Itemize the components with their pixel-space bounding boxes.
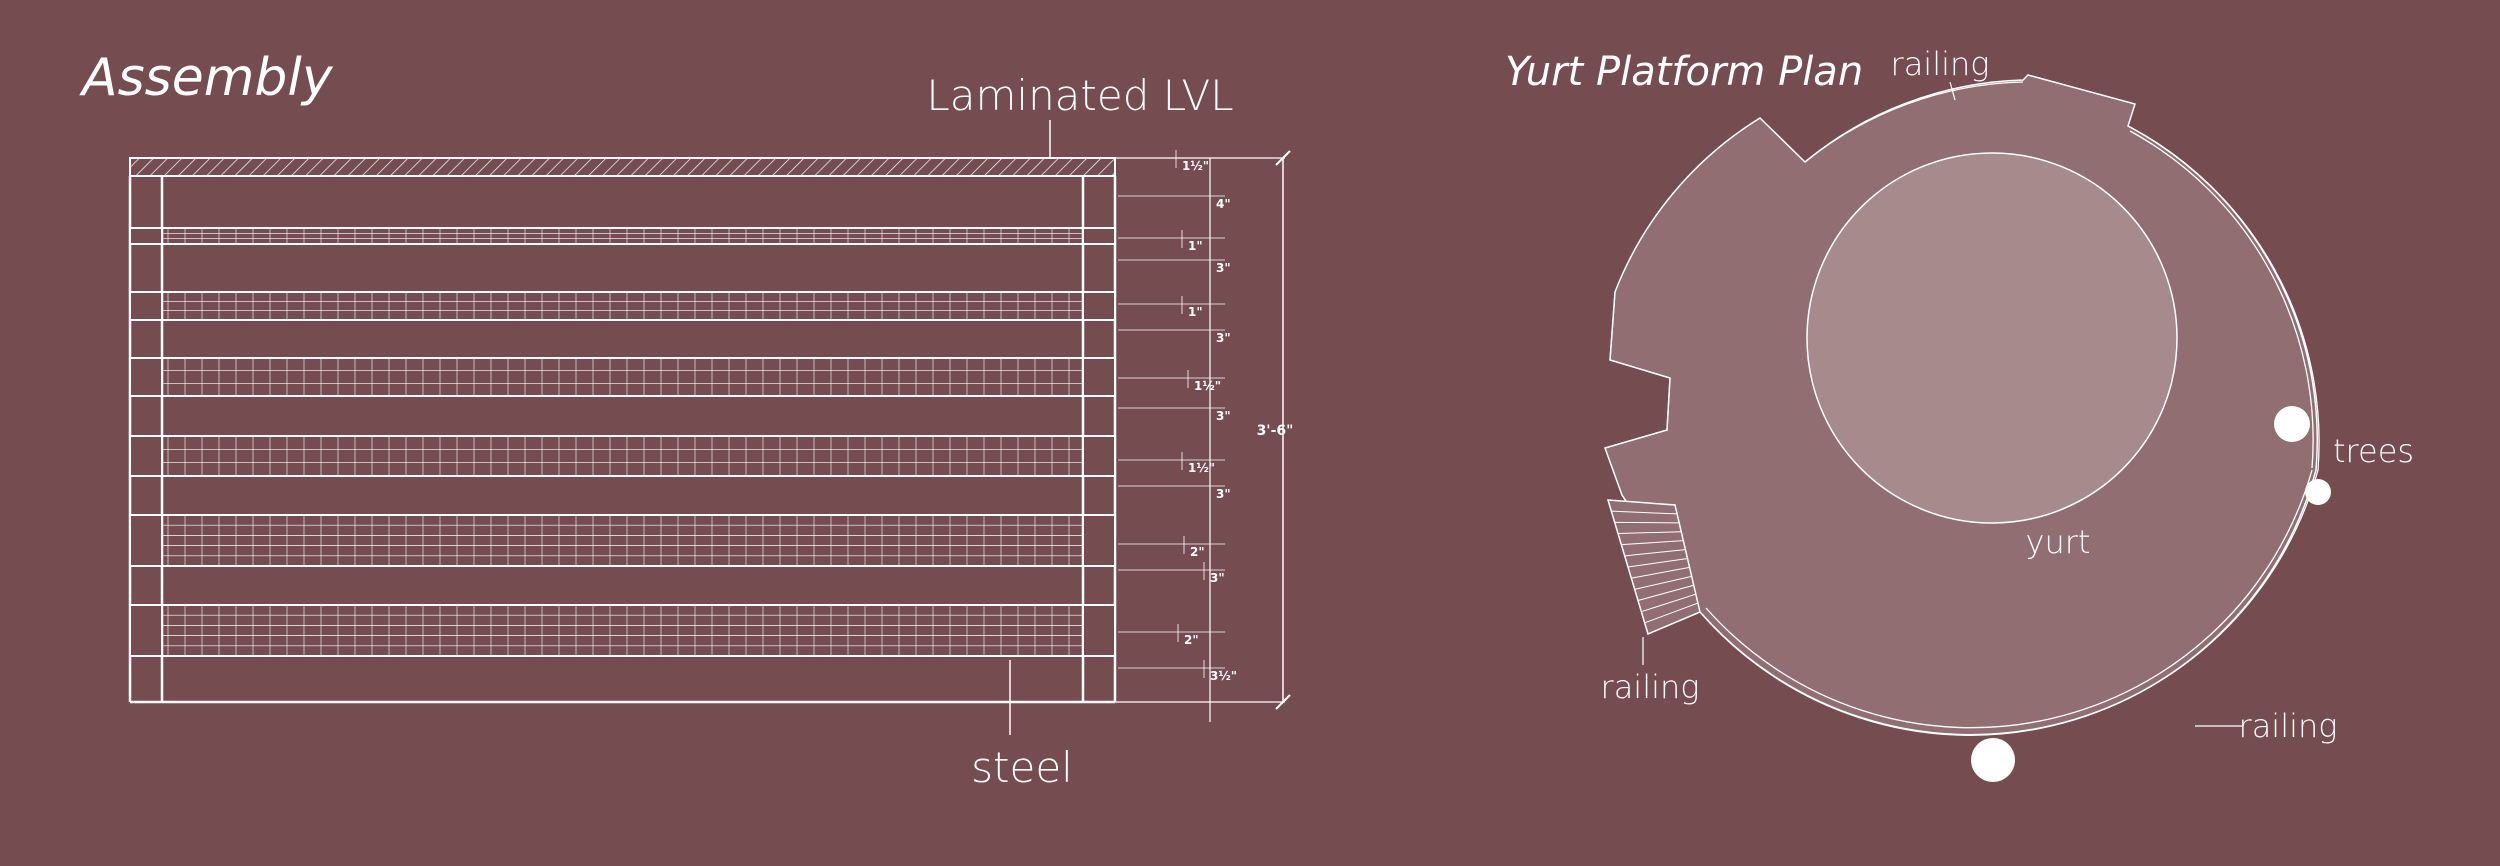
trees-label: trees <box>2333 432 2414 470</box>
stair-tread <box>1631 566 1690 579</box>
tree-marker <box>2305 479 2331 505</box>
yurt-circle <box>1806 152 2178 524</box>
dimension-label: 3" <box>1210 571 1225 585</box>
stair-tread <box>1627 558 1688 568</box>
steel-label: steel <box>971 743 1073 792</box>
layer-post <box>1082 435 1116 477</box>
tree-marker <box>2274 406 2310 442</box>
stair <box>1606 499 1701 636</box>
dimension-label: 1" <box>1188 239 1203 253</box>
total-height-label: 3'-6" <box>1257 423 1294 439</box>
stair-tread <box>1611 510 1678 515</box>
stair-tread <box>1634 575 1692 590</box>
dimension-label: 1½" <box>1182 159 1209 173</box>
layer-post <box>129 435 163 477</box>
layer-post <box>1082 604 1116 657</box>
dimension-label: 3½" <box>1210 669 1237 683</box>
dimension-label: 1½" <box>1188 461 1215 475</box>
assembly-section: Assembly Laminated LVL steel 1½" 4" 1" 3" 1"… <box>79 48 1293 792</box>
dimension-label: 2" <box>1184 633 1199 647</box>
dimension-label: 3" <box>1216 487 1231 501</box>
stair-tread <box>1617 531 1682 534</box>
layer-post <box>1082 227 1116 245</box>
layer-post <box>129 291 163 321</box>
assembly-layers <box>129 227 1116 657</box>
tree-marker <box>1971 738 2015 782</box>
plan-section: Yurt Platform Plan yurt trees railing ra… <box>1505 45 2414 782</box>
laminated-lvl-label: Laminated LVL <box>926 71 1233 120</box>
stair-tread <box>1637 584 1694 601</box>
dimension-label: 3" <box>1216 261 1231 275</box>
layer-post <box>129 514 163 567</box>
stair-tread <box>1644 602 1699 624</box>
dimension-chain: 1½"4"1"3"1"3"1½"3"1½"3"2"3"2"3½" <box>1115 150 1291 722</box>
plan-title: Yurt Platform Plan <box>1505 49 1863 95</box>
layer-post <box>129 357 163 397</box>
dimension-label: 3" <box>1216 409 1231 423</box>
stair-tread <box>1614 521 1680 524</box>
stair-tread <box>1621 540 1684 546</box>
layer-post <box>129 227 163 245</box>
stair-tread <box>1641 593 1696 613</box>
layer-post <box>129 604 163 657</box>
yurt-label: yurt <box>2026 523 2091 561</box>
layer-post <box>1082 291 1116 321</box>
assembly-title: Assembly <box>79 48 334 108</box>
lvl-top-band <box>129 157 1116 177</box>
railing-left-label: railing <box>1601 668 1700 706</box>
stair-tread <box>1624 549 1686 557</box>
layer-post <box>1082 514 1116 567</box>
dimension-label: 2" <box>1190 545 1205 559</box>
railing-top-leader <box>1949 81 1956 101</box>
railing-top-label: railing <box>1891 45 1990 83</box>
dimension-label: 1" <box>1188 305 1203 319</box>
railing-outline <box>1604 81 2320 736</box>
layer-post <box>1082 357 1116 397</box>
railing-right-label: railing <box>2239 707 2338 745</box>
dimension-label: 3" <box>1216 331 1231 345</box>
dimension-label: 4" <box>1216 197 1231 211</box>
dimension-label: 1½" <box>1194 379 1221 393</box>
